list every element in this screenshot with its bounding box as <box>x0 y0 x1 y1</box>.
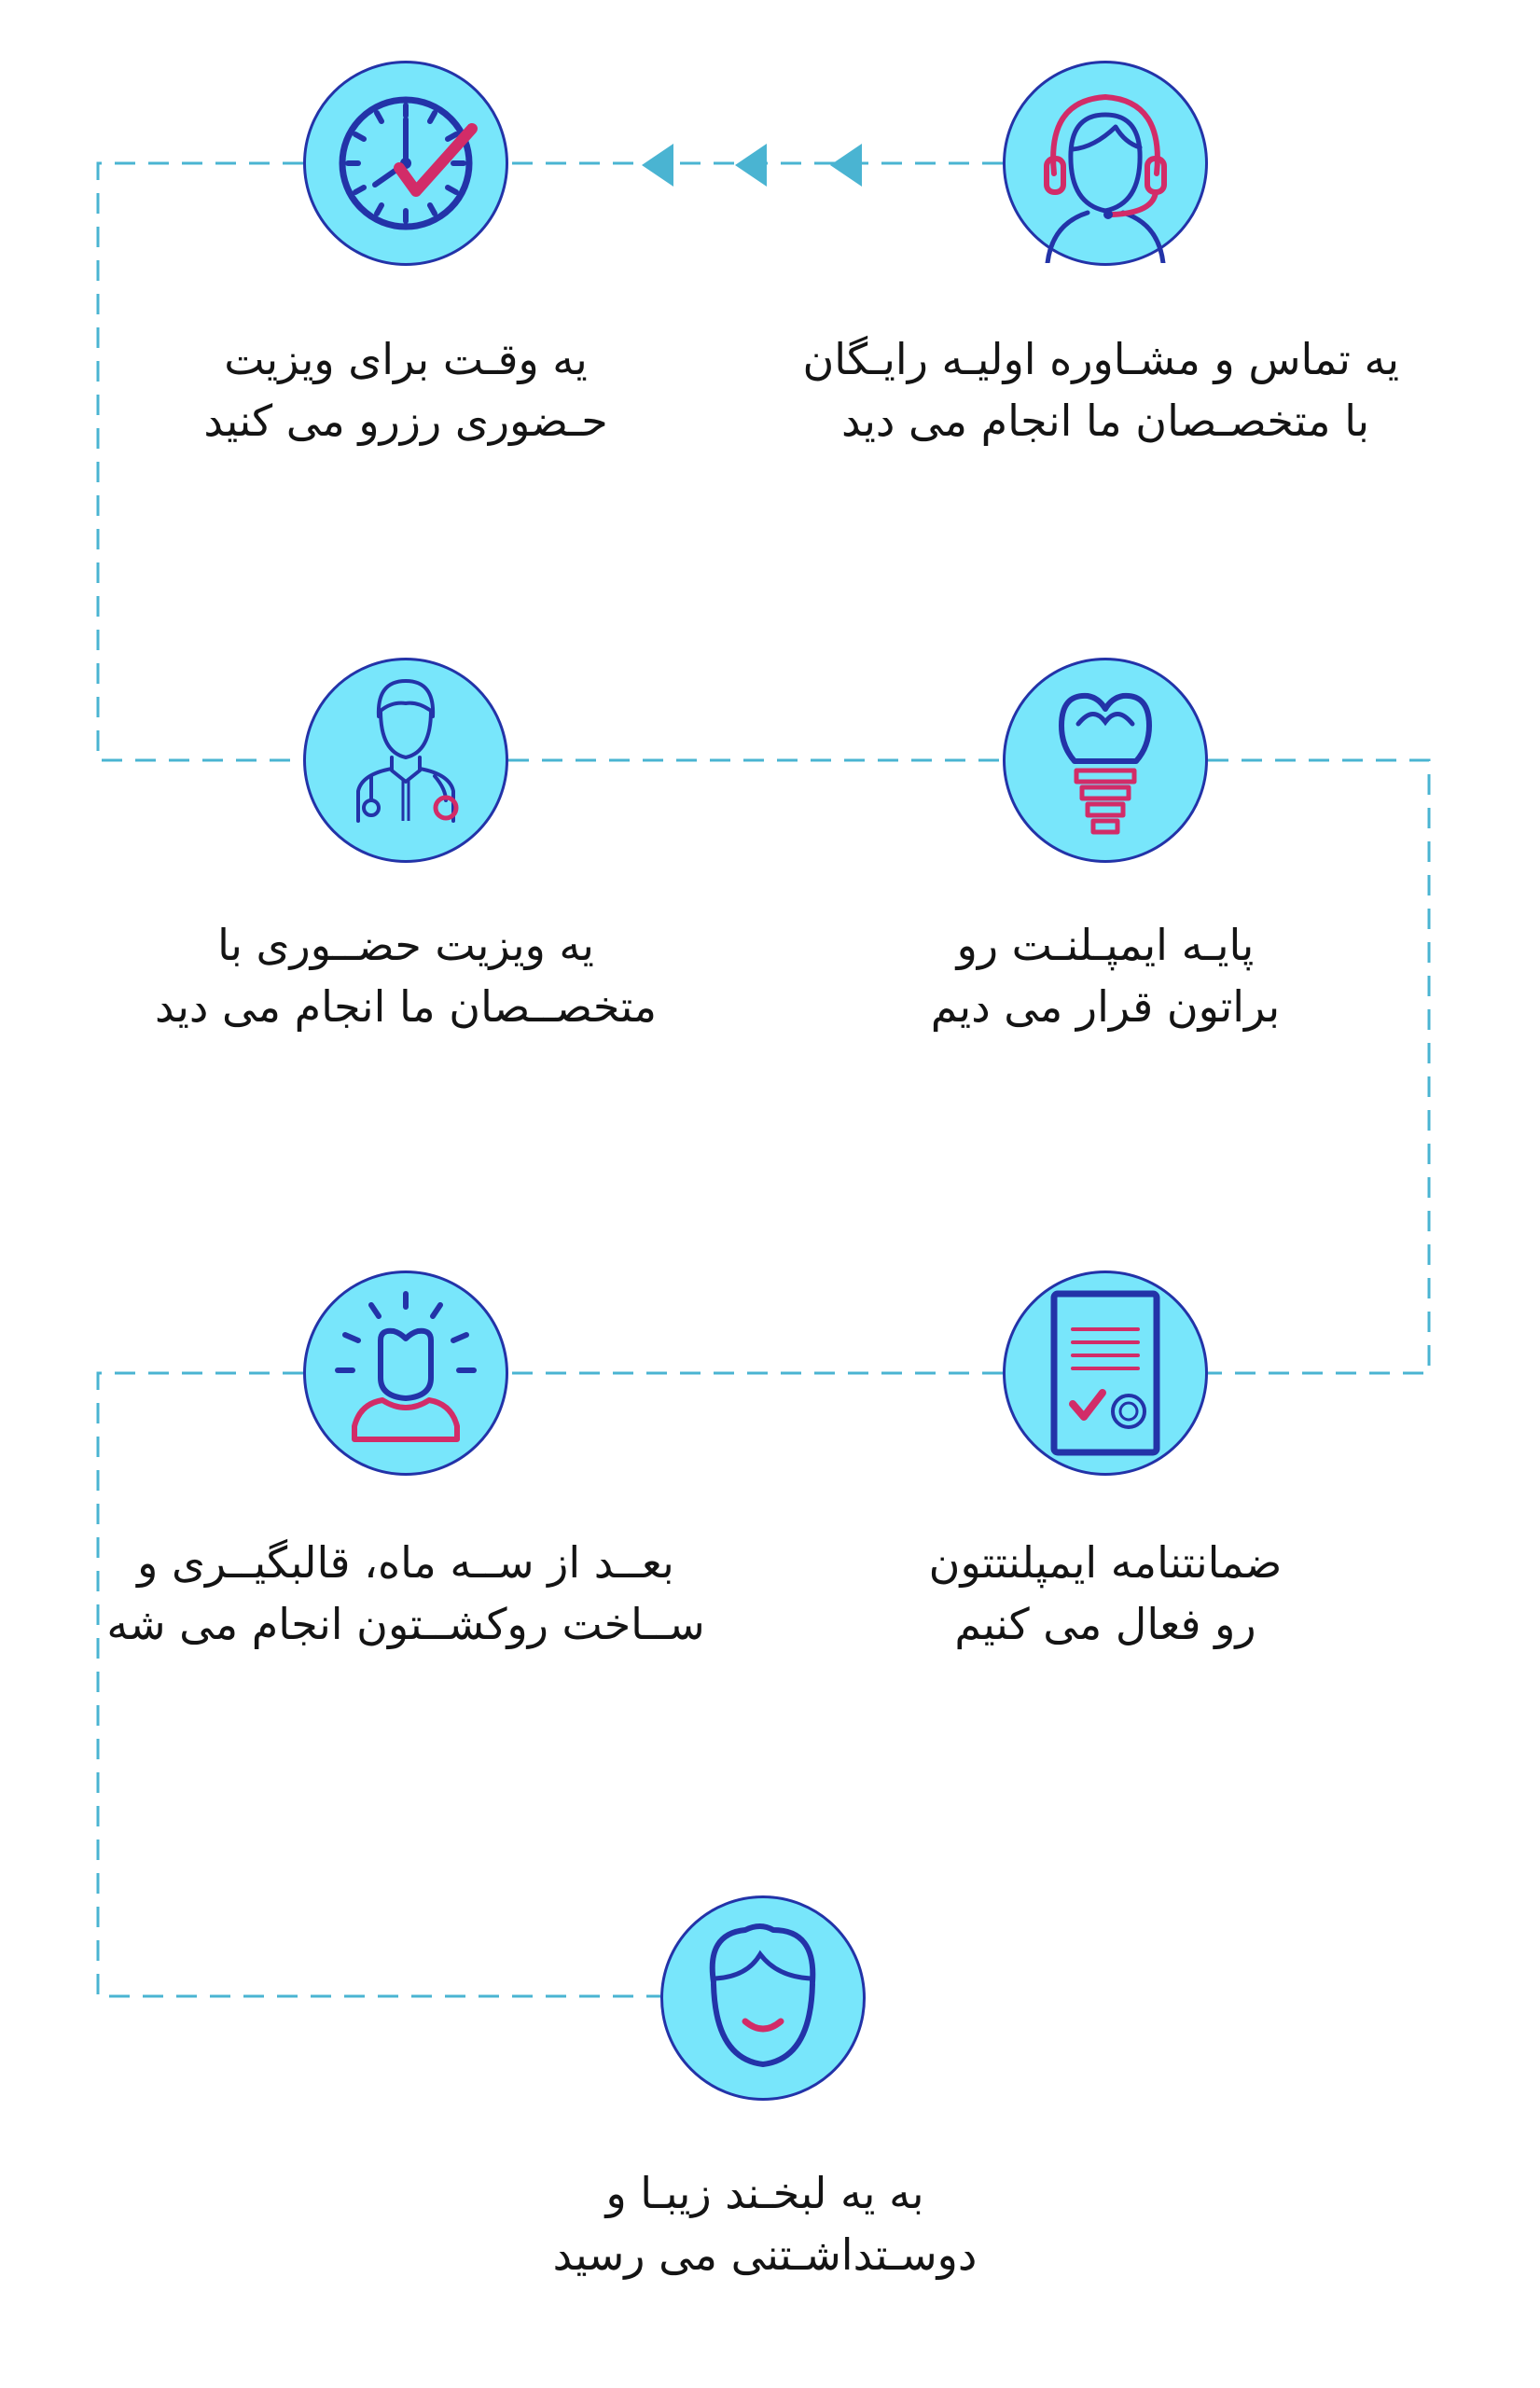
direction-arrows <box>642 144 862 187</box>
arrow-left-icon <box>642 144 673 187</box>
step-5-line-1: ضمانتنامه ایمپلنتتون <box>928 1537 1283 1588</box>
step-4-caption: یه ویزیت حضــوری با متخصــصان ما انجام م… <box>140 914 672 1037</box>
step-3-caption: پایـه ایمپـلنـت رو براتون قرار می دیم <box>881 914 1329 1037</box>
step-4-line-1: یه ویزیت حضــوری با <box>217 920 594 970</box>
step-1-line-2: با متخصـصان ما انجام می دید <box>840 396 1370 446</box>
step-3-line-2: براتون قرار می دیم <box>930 981 1281 1032</box>
step-7-caption: به یه لبخـند زیبـا و دوسـتداشـتنی می رسی… <box>504 2162 1026 2285</box>
step-1-line-1: یه تماس و مشـاوره اولیـه رایـگان <box>802 334 1399 384</box>
patient-crown-icon <box>303 1270 508 1476</box>
step-2-line-2: حـضوری رزرو می کنید <box>203 396 608 446</box>
step-1-caption: یه تماس و مشـاوره اولیـه رایـگان با متخص… <box>802 328 1399 451</box>
smiling-face-icon <box>660 1895 866 2101</box>
arrow-left-icon <box>830 144 862 187</box>
step-2-line-1: یه وقـت برای ویزیت <box>224 334 588 384</box>
doctor-icon <box>303 658 508 863</box>
warranty-certificate-icon <box>1003 1270 1208 1476</box>
arrow-left-icon <box>735 144 767 187</box>
step-7-line-2: دوسـتداشـتنی می رسید <box>552 2229 978 2280</box>
tooth-implant-icon <box>1003 658 1208 863</box>
step-3-line-1: پایـه ایمپـلنـت رو <box>956 920 1255 970</box>
step-5-line-2: رو فعال می کنیم <box>954 1599 1256 1649</box>
step-6-line-1: بعــد از ســه ماه، قالبگیــری و <box>137 1537 674 1588</box>
step-7-line-1: به یه لبخـند زیبـا و <box>605 2168 924 2218</box>
step-2-caption: یه وقـت برای ویزیت حـضوری رزرو می کنید <box>140 328 672 451</box>
step-5-caption: ضمانتنامه ایمپلنتتون رو فعال می کنیم <box>863 1532 1348 1655</box>
clock-check-icon <box>303 61 508 266</box>
step-6-line-2: ســاخت روکشــتون انجام می شه <box>106 1599 705 1649</box>
step-6-caption: بعــد از ســه ماه، قالبگیــری و ســاخت ر… <box>103 1532 709 1655</box>
step-4-line-2: متخصــصان ما انجام می دید <box>154 981 658 1032</box>
headset-agent-icon <box>1003 61 1208 266</box>
